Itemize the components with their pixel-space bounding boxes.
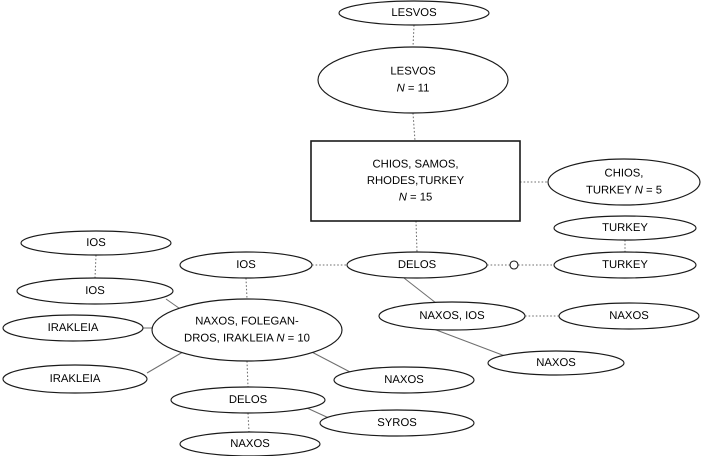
edge-ios-center-to-naxos-hub: [245, 277, 248, 300]
node-ios-center[interactable]: IOS: [179, 251, 313, 279]
node-syros-shape: [319, 409, 475, 437]
node-ios-center-shape: [179, 251, 313, 279]
node-chios-turkey-n5[interactable]: CHIOS, TURKEY N = 5: [547, 158, 701, 206]
node-naxos-folegandros-irakleia-n10-label-1: DROS, IRAKLEIA N = 10: [184, 332, 310, 344]
node-naxos-lower-right[interactable]: NAXOS: [487, 350, 625, 376]
node-naxos-folegandros-irakleia-n10[interactable]: NAXOS, FOLEGAN- DROS, IRAKLEIA N = 10: [151, 298, 343, 362]
node-delos-center[interactable]: DELOS: [346, 251, 488, 279]
node-delos-bottom-shape: [170, 386, 326, 414]
node-syros-label-0: SYROS: [377, 417, 417, 429]
node-lesvos-n11-shape: [317, 46, 509, 114]
node-delos-bottom[interactable]: DELOS: [170, 386, 326, 414]
node-naxos-mid-bottom-shape: [333, 366, 475, 394]
node-chios-samos-rhodes-turkey-n15[interactable]: CHIOS, SAMOS, RHODES,TURKEY N = 15: [310, 140, 521, 222]
node-irakleia-lower-shape: [2, 364, 148, 394]
edge-layer: [94, 24, 626, 433]
node-lesvos-n11-label-1: N = 11: [397, 82, 430, 94]
node-chios-turkey-n5-shape: [547, 158, 701, 206]
edge-naxos-hub-to-naxos-mid-bottom: [305, 348, 353, 374]
node-irakleia-upper[interactable]: IRAKLEIA: [2, 314, 144, 342]
node-chios-samos-rhodes-turkey-n15-label-2: N = 15: [399, 191, 433, 203]
edge-naxos-hub-to-delos-bottom: [246, 360, 249, 388]
node-chios-samos-rhodes-turkey-n15-label-1: RHODES,TURKEY: [367, 175, 465, 187]
edge-naxos-ios-to-naxos-lower-right: [430, 327, 506, 357]
node-irakleia-lower-label-0: IRAKLEIA: [50, 373, 101, 385]
node-naxos-right-label-0: NAXOS: [609, 310, 649, 322]
node-irakleia-upper-label-0: IRAKLEIA: [48, 322, 99, 334]
node-lesvos-top[interactable]: LESVOS: [338, 0, 490, 26]
node-ios-far-lower[interactable]: IOS: [16, 277, 174, 305]
node-naxos-ios[interactable]: NAXOS, IOS: [378, 301, 526, 331]
node-naxos-mid-bottom-label-0: NAXOS: [384, 374, 424, 386]
node-ios-far-top[interactable]: IOS: [20, 230, 172, 256]
node-lesvos-n11[interactable]: LESVOS N = 11: [317, 46, 509, 114]
node-turkey-lower-shape: [553, 251, 697, 279]
node-turkey-lower-label-0: TURKEY: [602, 259, 648, 271]
node-naxos-bottom[interactable]: NAXOS: [179, 431, 321, 456]
node-turkey-upper[interactable]: TURKEY: [553, 215, 697, 241]
node-delos-center-label-0: DELOS: [398, 259, 437, 271]
node-naxos-folegandros-irakleia-n10-shape: [151, 298, 343, 362]
node-delos-center-shape: [346, 251, 488, 279]
edge-delos-center-to-naxos-ios: [403, 277, 437, 304]
node-irakleia-upper-shape: [2, 314, 144, 342]
node-ios-far-lower-shape: [16, 277, 174, 305]
node-ios-far-top-shape: [20, 230, 172, 256]
node-naxos-bottom-shape: [179, 431, 321, 456]
node-naxos-ios-shape: [378, 301, 526, 331]
node-lesvos-top-label-0: LESVOS: [391, 7, 437, 19]
node-naxos-right[interactable]: NAXOS: [558, 302, 700, 330]
edge-box-to-delos-center: [415, 220, 418, 253]
edge-delos-bottom-to-naxos-bottom: [247, 412, 250, 433]
node-junction-circle[interactable]: [509, 260, 519, 270]
node-irakleia-lower[interactable]: IRAKLEIA: [2, 364, 148, 394]
node-junction-circle-shape: [509, 260, 519, 270]
node-naxos-mid-bottom[interactable]: NAXOS: [333, 366, 475, 394]
node-naxos-right-shape: [558, 302, 700, 330]
node-naxos-bottom-label-0: NAXOS: [230, 438, 270, 450]
node-ios-far-top-label-0: IOS: [86, 237, 106, 249]
node-lesvos-n11-label-0: LESVOS: [390, 66, 436, 78]
node-lesvos-top-shape: [338, 0, 490, 26]
edge-lesvos-top-to-lesvos-main: [412, 24, 415, 48]
node-chios-turkey-n5-label-1: TURKEY N = 5: [586, 184, 662, 196]
node-syros[interactable]: SYROS: [319, 409, 475, 437]
node-turkey-lower[interactable]: TURKEY: [553, 251, 697, 279]
node-naxos-ios-label-0: NAXOS, IOS: [419, 310, 485, 322]
node-turkey-upper-label-0: TURKEY: [602, 222, 648, 234]
node-chios-turkey-n5-label-0: CHIOS,: [605, 168, 644, 180]
edge-lesvos-main-to-box: [412, 112, 416, 142]
node-naxos-lower-right-label-0: NAXOS: [536, 357, 576, 369]
node-chios-samos-rhodes-turkey-n15-shape: [310, 140, 521, 222]
node-naxos-folegandros-irakleia-n10-label-0: NAXOS, FOLEGAN-: [195, 316, 299, 328]
node-ios-center-label-0: IOS: [236, 259, 256, 271]
node-delos-bottom-label-0: DELOS: [229, 394, 268, 406]
node-turkey-upper-shape: [553, 215, 697, 241]
edge-ios-far-top-to-ios-far-lower: [94, 254, 97, 279]
edge-irakleia-lower-to-naxos-hub: [146, 348, 189, 374]
node-chios-samos-rhodes-turkey-n15-label-0: CHIOS, SAMOS,: [373, 158, 459, 170]
node-ios-far-lower-label-0: IOS: [85, 285, 105, 297]
node-naxos-lower-right-shape: [487, 350, 625, 376]
